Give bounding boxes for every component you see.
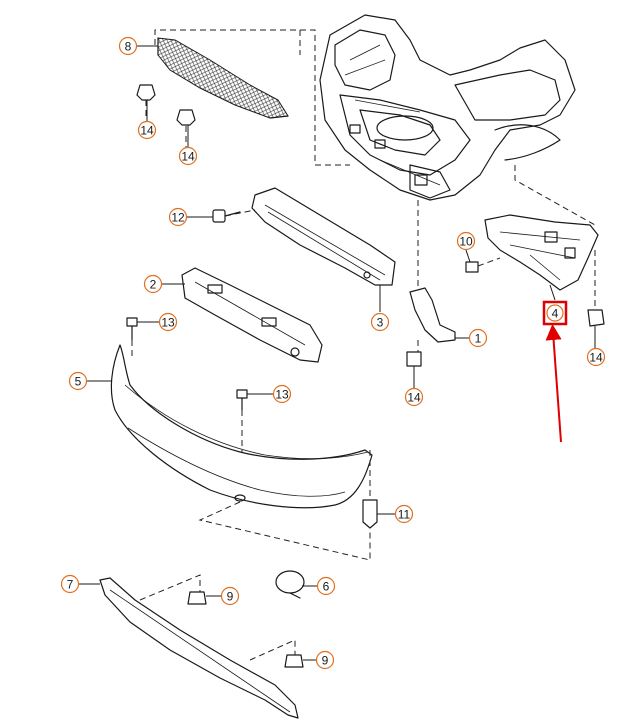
callout-label: 2 bbox=[150, 278, 157, 292]
callout-1: 1 bbox=[468, 328, 488, 348]
callout-2: 2 bbox=[143, 274, 163, 294]
part-2-absorber bbox=[181, 267, 323, 363]
part-7-lower-spoiler bbox=[99, 577, 299, 719]
callout-label: 14 bbox=[140, 124, 154, 138]
part-4-guide-bracket bbox=[484, 214, 599, 291]
callout-label: 1 bbox=[475, 332, 482, 346]
callouts: 8 14 14 12 2 3 10 1 14 4 14 13 5 13 11 7 9 6 9 bbox=[60, 36, 606, 670]
callout-label: 5 bbox=[75, 375, 82, 389]
vehicle-body-outline bbox=[319, 14, 576, 201]
highlight-arrow bbox=[545, 324, 562, 443]
fasteners bbox=[126, 84, 605, 668]
callout-14: 14 bbox=[586, 347, 606, 367]
callout-label: 9 bbox=[322, 654, 329, 668]
callout-13: 13 bbox=[272, 384, 292, 404]
callout-label: 12 bbox=[171, 211, 185, 225]
part-1-bracket bbox=[409, 287, 456, 343]
callout-label: 7 bbox=[67, 578, 74, 592]
callout-label: 4 bbox=[552, 307, 559, 321]
callout-5: 5 bbox=[68, 371, 88, 391]
callout-label: 9 bbox=[227, 590, 234, 604]
callout-13: 13 bbox=[158, 312, 178, 332]
callout-10: 10 bbox=[456, 231, 476, 251]
part-5-bumper-cover bbox=[110, 344, 373, 509]
callout-14: 14 bbox=[137, 120, 157, 140]
callout-6: 6 bbox=[316, 576, 336, 596]
callout-label: 3 bbox=[377, 316, 384, 330]
callout-9: 9 bbox=[315, 650, 335, 670]
callout-leaders bbox=[78, 45, 596, 661]
assembly-lines bbox=[131, 29, 596, 661]
callout-label: 14 bbox=[181, 150, 195, 164]
callout-label: 10 bbox=[459, 235, 473, 249]
part-3-crossmember bbox=[251, 187, 396, 286]
part-8-upper-grille bbox=[157, 37, 289, 119]
callout-4: 4 bbox=[542, 300, 568, 326]
callout-9: 9 bbox=[220, 586, 240, 606]
callout-8: 8 bbox=[118, 36, 138, 56]
callout-14: 14 bbox=[404, 387, 424, 407]
callout-14: 14 bbox=[178, 146, 198, 166]
callout-12: 12 bbox=[168, 207, 188, 227]
callout-label: 8 bbox=[125, 40, 132, 54]
callout-7: 7 bbox=[60, 574, 80, 594]
callout-label: 14 bbox=[589, 351, 603, 365]
callout-label: 13 bbox=[161, 316, 175, 330]
callout-11: 11 bbox=[394, 504, 414, 524]
callout-label: 6 bbox=[323, 580, 330, 594]
callout-label: 13 bbox=[275, 388, 289, 402]
part-6-tow-cap bbox=[275, 570, 305, 599]
callout-3: 3 bbox=[370, 312, 390, 332]
callout-label: 14 bbox=[407, 391, 421, 405]
callout-label: 11 bbox=[398, 508, 411, 522]
